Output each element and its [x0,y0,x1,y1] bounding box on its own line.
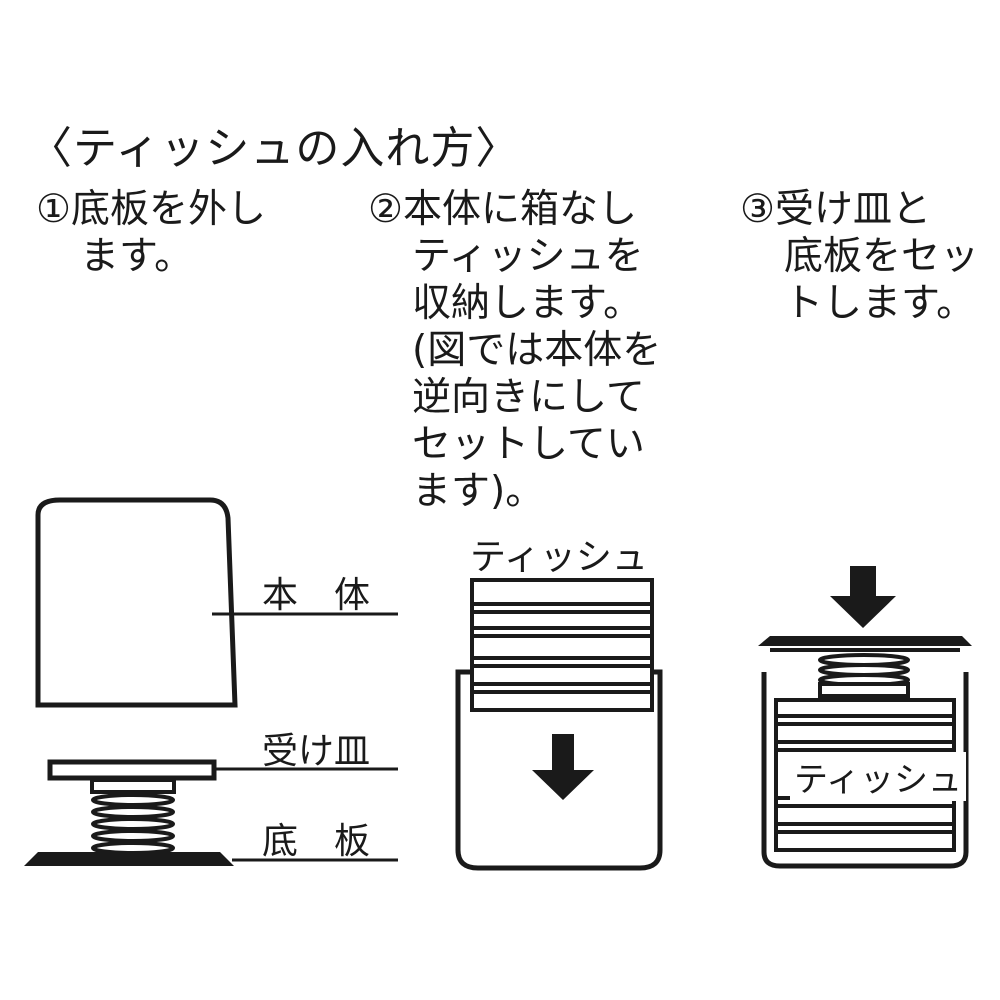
step-1-text: ①底板を外し ます。 [36,186,266,280]
page-title: 〈ティッシュの入れ方〉 [28,123,521,174]
step-3-line-1: ③受け皿と [740,187,931,232]
tissue-label-step-2: ティッシュ [470,537,648,578]
arrow-down-icon [830,566,896,628]
spring-icon [90,778,176,855]
tissue-label-step-3: ティッシュ [790,752,966,801]
step-3-text: ③受け皿と 底板をセッ トします。 [740,186,979,327]
tray-label: 受け皿 [262,731,371,772]
diagram-parts [24,497,398,866]
tissue-stack [470,578,654,712]
step-2-line-7: ます)。 [412,469,545,514]
step-2-text: ②本体に箱なし ティッシュを 収納します。 (図では本体を 逆向きにして セット… [368,186,661,515]
base-plate [758,636,972,646]
base-plate [24,852,234,866]
step-2-line-2: ティッシュを [412,234,644,279]
step-1-line-1: ①底板を外し [36,187,266,232]
step-3-line-3: トします。 [784,281,976,326]
step-2-line-3: 収納します。 [412,281,643,326]
step-1-line-2: ます。 [80,234,194,279]
diagram-set-base [758,566,972,869]
step-2-line-5: 逆向きにして [412,375,645,420]
diagram-insert-tissue [455,578,663,871]
step-3-line-2: 底板をセッ [784,234,980,279]
tray-plate [47,759,217,781]
base-label: 底板 [262,821,407,862]
container-shape [761,672,969,869]
arrow-down-icon [532,734,594,800]
step-2-line-1: ②本体に箱なし [368,187,637,232]
step-2-line-4: (図では本体を [412,328,662,373]
spring-icon [818,653,910,698]
body-label: 本体 [262,575,407,616]
step-2-line-6: セットしてい [412,422,645,467]
body-shape [35,497,238,708]
